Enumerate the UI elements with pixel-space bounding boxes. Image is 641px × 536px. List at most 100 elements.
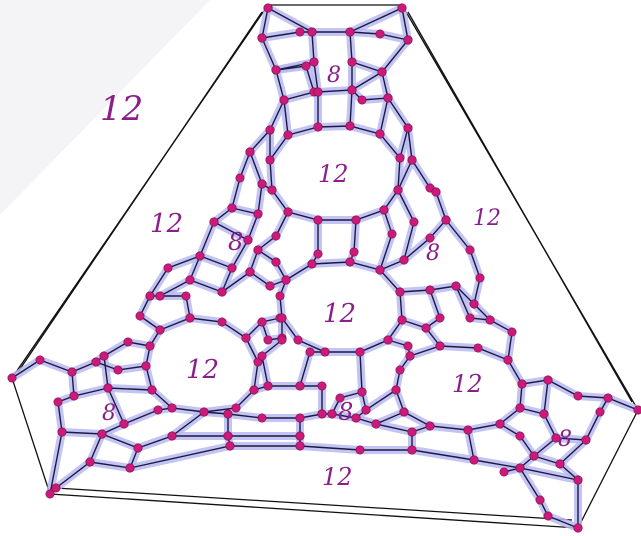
atom-node (464, 426, 472, 434)
atom-node (36, 356, 44, 364)
atom-node (604, 394, 612, 402)
atom-node (378, 68, 386, 76)
atom-node (358, 388, 366, 396)
atom-node (356, 446, 364, 454)
atom-node (146, 292, 154, 300)
atom-node (516, 404, 524, 412)
atom-node (426, 286, 434, 294)
atom-node (408, 446, 416, 454)
atom-node (442, 216, 450, 224)
atom-node (258, 318, 266, 326)
atom-node (168, 432, 176, 440)
atom-node (86, 458, 94, 466)
atom-node (164, 264, 172, 272)
atom-node (302, 62, 310, 70)
atom-node (168, 404, 176, 412)
bond (262, 38, 276, 70)
bond-highlight (130, 446, 578, 480)
atom-node (52, 484, 60, 492)
atom-node (186, 314, 194, 322)
atom-node (68, 368, 76, 376)
ring-label-outer-top-left: 12 (100, 89, 143, 129)
atom-node (470, 300, 478, 308)
atom-node (410, 218, 418, 226)
atom-node (258, 352, 266, 360)
atom-node (376, 30, 384, 38)
bond (268, 8, 312, 32)
atom-node (308, 260, 316, 268)
atom-node (352, 216, 360, 224)
atom-node (156, 326, 164, 334)
atom-node (294, 336, 302, 344)
atom-node (258, 180, 266, 188)
atom-node (328, 410, 336, 418)
atom-node (574, 476, 582, 484)
atom-node (272, 258, 280, 266)
atom-node (244, 236, 252, 244)
atom-node (314, 88, 322, 96)
atom-node (200, 408, 208, 416)
ring-label-window-right: 8 (426, 241, 440, 266)
atom-node (114, 366, 122, 374)
ring-label-window-left: 8 (228, 228, 243, 256)
ring-label-window-bottom-mid: 8 (338, 398, 353, 426)
atom-node (282, 276, 290, 284)
atom-node (196, 252, 204, 260)
atom-node (432, 188, 440, 196)
atom-node (278, 336, 286, 344)
atom-node (362, 406, 370, 414)
atom-node (574, 524, 582, 532)
atom-node (156, 292, 164, 300)
atom-node (134, 444, 142, 452)
atom-node (376, 130, 384, 138)
atom-node (8, 374, 16, 382)
ring-label-window-top: 8 (327, 63, 341, 88)
atom-node (396, 154, 404, 162)
atom-node (436, 342, 444, 350)
atom-node (258, 34, 266, 42)
ring-label-cage-top: 12 (318, 160, 349, 188)
atom-node (154, 406, 162, 414)
atom-node (400, 408, 408, 416)
atom-node (486, 316, 494, 324)
atom-node (104, 384, 112, 392)
atom-node (272, 66, 280, 74)
atom-node (250, 386, 258, 394)
atom-node (254, 210, 262, 218)
atom-node (228, 204, 236, 212)
atom-node (58, 428, 66, 436)
atom-node (406, 352, 414, 360)
atom-node (296, 28, 304, 36)
atom-node (148, 386, 156, 394)
atom-node (470, 456, 478, 464)
atom-node (634, 406, 641, 414)
atom-node (518, 380, 526, 388)
atom-node (536, 496, 544, 504)
atom-node (280, 96, 288, 104)
atom-node (508, 328, 516, 336)
atom-node (284, 131, 292, 139)
atom-node (284, 208, 292, 216)
atom-node (278, 314, 286, 322)
bond (382, 40, 408, 72)
atom-node (400, 256, 408, 264)
ring-label-outer-right: 12 (473, 206, 501, 231)
atom-node (314, 250, 322, 258)
atom-node (264, 4, 272, 12)
atom-node (98, 430, 106, 438)
atom-node (408, 156, 416, 164)
atom-node (306, 348, 314, 356)
atom-node (272, 232, 280, 240)
atom-node (380, 206, 388, 214)
ring-label-cage-center: 12 (323, 299, 356, 329)
atom-node (321, 348, 329, 356)
atom-node (384, 336, 392, 344)
atom-node (404, 124, 412, 132)
atom-node (496, 420, 504, 428)
atom-node (120, 420, 128, 428)
atom-node (224, 410, 232, 418)
atom-node (296, 432, 304, 440)
atom-node (500, 468, 508, 476)
atom-node (318, 382, 326, 390)
